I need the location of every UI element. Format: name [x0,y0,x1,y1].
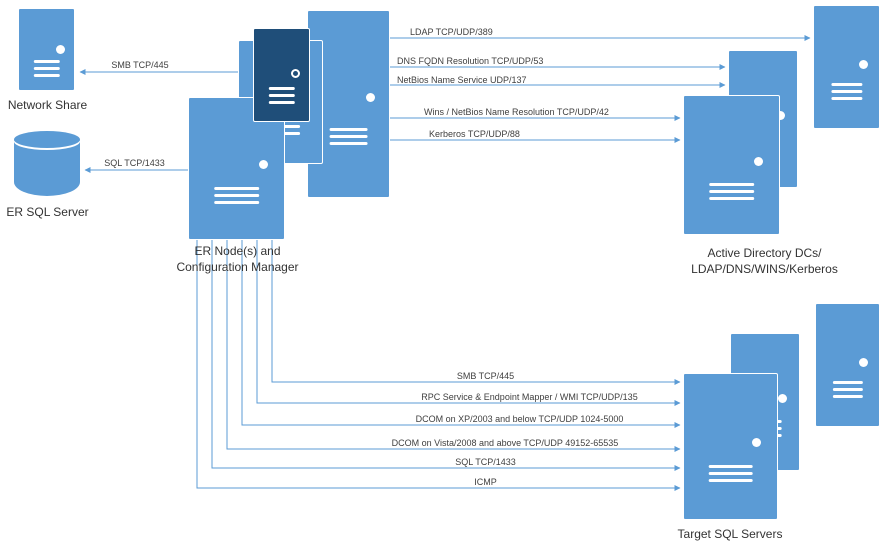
network-share-server-icon [18,8,75,91]
connector-label-ldap: LDAP TCP/UDP/389 [410,27,493,37]
server-dot-icon [366,92,376,102]
connector-dcom-vista [226,235,681,452]
server-vents-icon [832,380,863,398]
server-dot-icon [752,437,762,447]
connector-icmp [196,235,681,491]
database-top [14,131,80,148]
connector-dcom-xp [241,235,681,428]
connector-label-sql-target: SQL TCP/1433 [455,457,516,467]
er-node-server-dark-icon [253,28,310,122]
server-vents-icon [708,182,755,200]
server-dot-icon [778,393,788,403]
server-vents-icon [329,128,368,146]
server-vents-icon [33,60,60,78]
server-dot-icon [290,69,300,79]
connector-label-kerberos: Kerberos TCP/UDP/88 [429,129,520,139]
connector-label-icmp: ICMP [474,477,497,487]
ad-server-front-icon [683,95,780,235]
er-node-label: ER Node(s) and Configuration Manager [150,243,325,275]
target-sql-server-front-icon [683,373,778,520]
connector-label-rpc: RPC Service & Endpoint Mapper / WMI TCP/… [421,392,638,402]
server-dot-icon [776,110,786,120]
active-directory-label-line2: LDAP/DNS/WINS/Kerberos [691,262,838,276]
er-node-label-line1: ER Node(s) and [194,244,281,258]
server-vents-icon [708,465,753,483]
connector-rpc [256,235,681,406]
connector-label-smb-network-share: SMB TCP/445 [111,60,169,70]
active-directory-label: Active Directory DCs/ LDAP/DNS/WINS/Kerb… [662,245,867,277]
connector-label-dcom-xp: DCOM on XP/2003 and below TCP/UDP 1024-5… [415,414,624,424]
target-sql-server-back-icon [815,303,880,427]
ad-server-back-icon [813,5,880,129]
er-node-label-line2: Configuration Manager [176,260,299,274]
server-dot-icon [55,44,65,54]
server-dot-icon [859,357,869,367]
server-dot-icon [258,160,268,170]
connector-smb-target [271,235,681,385]
server-vents-icon [268,86,295,104]
connector-label-dcom-vista: DCOM on Vista/2008 and above TCP/UDP 491… [391,438,619,448]
network-share-label: Network Share [7,98,88,112]
target-sql-label: Target SQL Servers [677,527,783,541]
server-dot-icon [858,59,868,69]
server-vents-icon [830,82,863,100]
connector-label-smb-target: SMB TCP/445 [456,371,515,381]
connector-label-sql-er-server: SQL TCP/1433 [104,158,165,168]
er-sql-database-icon [14,131,80,196]
er-sql-server-label: ER SQL Server [6,205,89,219]
server-vents-icon [213,186,260,204]
connector-label-dns: DNS FQDN Resolution TCP/UDP/53 [397,56,544,66]
server-dot-icon [753,156,763,166]
connector-label-wins: Wins / NetBios Name Resolution TCP/UDP/4… [424,107,609,117]
connector-sql-target [211,235,681,471]
connector-label-netbios-service: NetBios Name Service UDP/137 [397,75,527,85]
active-directory-label-line1: Active Directory DCs/ [707,246,822,260]
